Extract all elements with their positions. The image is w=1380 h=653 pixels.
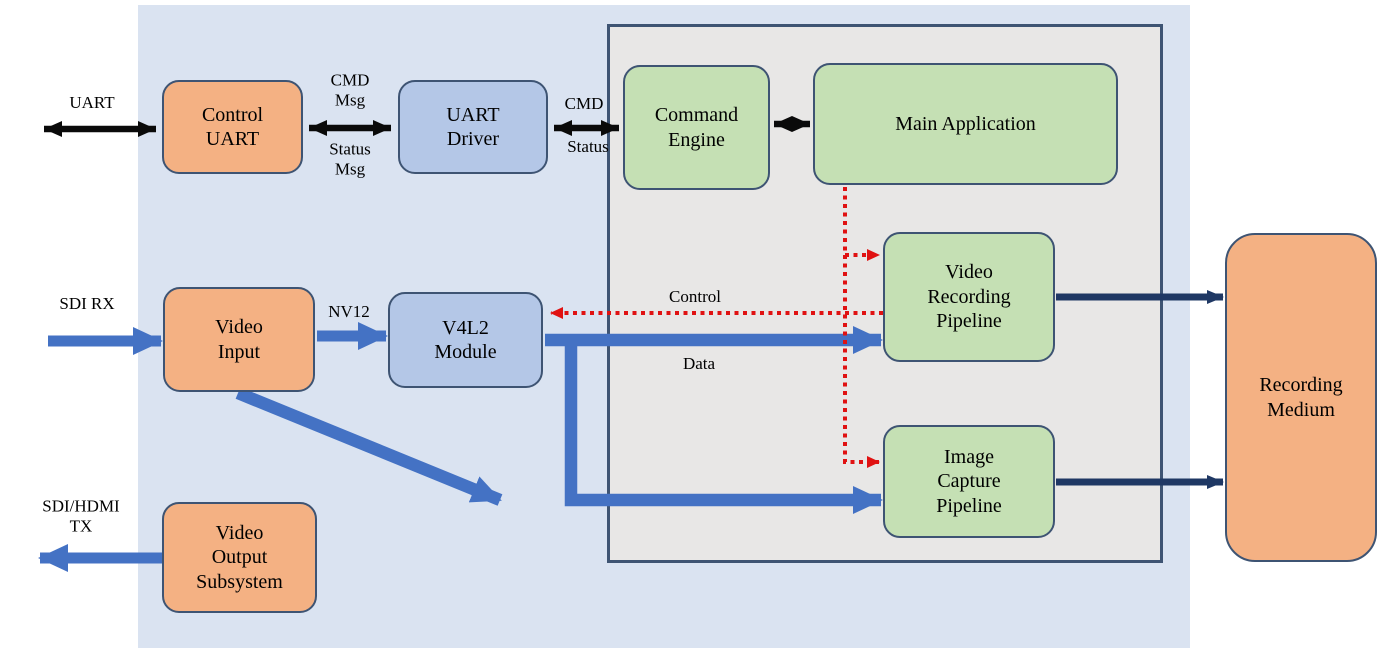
- node-v4l2-module: V4L2 Module: [388, 292, 543, 388]
- node-label-video-input: Video Input: [215, 316, 263, 363]
- node-label-uart-driver: UART Driver: [446, 103, 500, 150]
- label-status-msg: Status Msg: [329, 139, 371, 179]
- node-label-main-application: Main Application: [895, 112, 1036, 135]
- label-sdi-rx: SDI RX: [59, 293, 115, 313]
- node-main-application: Main Application: [813, 63, 1118, 185]
- node-uart-driver: UART Driver: [398, 80, 548, 174]
- node-label-v4l2-module: V4L2 Module: [434, 316, 497, 363]
- node-image-capture-pipeline: Image Capture Pipeline: [883, 425, 1055, 538]
- node-label-video-recording-pipeline: Video Recording Pipeline: [927, 261, 1011, 333]
- node-label-recording-medium: Recording Medium: [1259, 374, 1343, 421]
- node-command-engine: Command Engine: [623, 65, 770, 190]
- control-capture-dotted-arrow: [843, 187, 880, 468]
- node-recording-medium: Recording Medium: [1225, 233, 1377, 562]
- label-control: Control: [669, 286, 721, 306]
- node-video-output-subsystem: Video Output Subsystem: [162, 502, 317, 613]
- video-output-down-arrow: [235, 387, 503, 506]
- label-data: Data: [682, 353, 716, 373]
- label-uart: UART: [69, 92, 115, 112]
- label-nv12: NV12: [328, 301, 370, 321]
- data-arrow-capture: [564, 340, 883, 514]
- label-sdi-hdmi-tx: SDI/HDMI TX: [42, 496, 120, 536]
- label-cmd-msg: CMD Msg: [330, 70, 370, 110]
- node-control-uart: Control UART: [162, 80, 303, 174]
- node-label-command-engine: Command Engine: [654, 104, 739, 151]
- node-video-recording-pipeline: Video Recording Pipeline: [883, 232, 1055, 362]
- node-label-image-capture-pipeline: Image Capture Pipeline: [936, 445, 1002, 517]
- label-status: Status: [567, 136, 609, 156]
- label-cmd: CMD: [564, 93, 604, 113]
- node-video-input: Video Input: [163, 287, 315, 392]
- node-label-video-output-subsystem: Video Output Subsystem: [196, 521, 283, 593]
- node-label-control-uart: Control UART: [201, 103, 264, 150]
